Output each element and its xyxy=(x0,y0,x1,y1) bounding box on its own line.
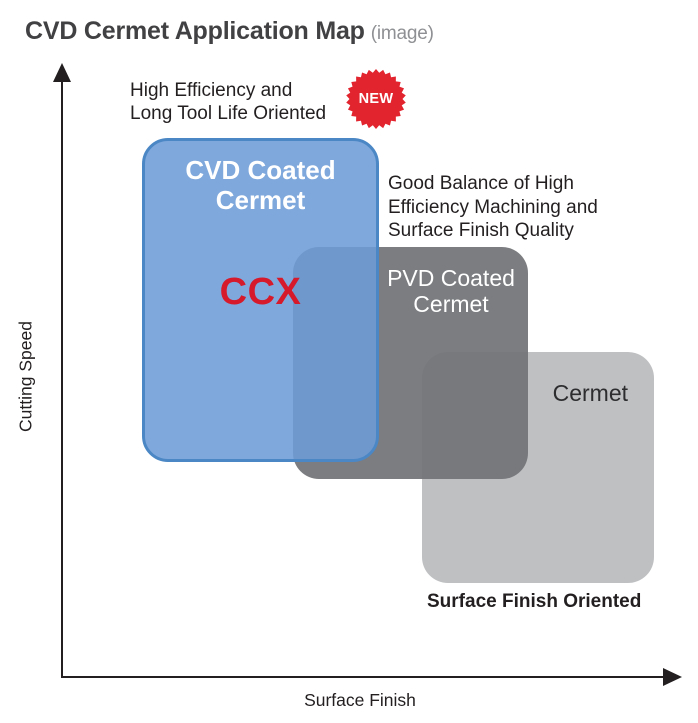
page-title-main: CVD Cermet Application Map xyxy=(25,17,365,45)
y-axis-line xyxy=(61,78,63,678)
starburst-shape xyxy=(346,69,406,129)
x-axis-line xyxy=(61,676,667,678)
region-pvd-label: PVD Coated Cermet xyxy=(387,265,515,317)
note-high-efficiency: High Efficiency and Long Tool Life Orien… xyxy=(130,80,327,124)
y-axis-label: Cutting Speed xyxy=(15,321,36,432)
x-axis-label: Surface Finish xyxy=(304,690,416,710)
page-title-suffix: (image) xyxy=(370,23,434,44)
x-axis-arrow-icon xyxy=(663,668,682,686)
note-good-balance: Good Balance of High Efficiency Machinin… xyxy=(388,173,598,241)
region-cermet-label: Cermet xyxy=(552,380,628,406)
starburst-icon xyxy=(346,69,406,129)
grade-ccx: CCX xyxy=(219,271,302,313)
y-axis-arrow-icon xyxy=(53,63,71,82)
note-surface-finish-oriented: Surface Finish Oriented xyxy=(427,591,642,612)
region-cvd-label: CVD Coated Cermet xyxy=(185,155,336,215)
new-badge: NEW xyxy=(344,67,408,131)
region-cvd-coated-cermet: CVD Coated Cermet CCX xyxy=(142,138,379,462)
page-title: CVD Cermet Application Map(image) xyxy=(25,17,434,46)
new-badge-label: NEW xyxy=(358,91,394,107)
